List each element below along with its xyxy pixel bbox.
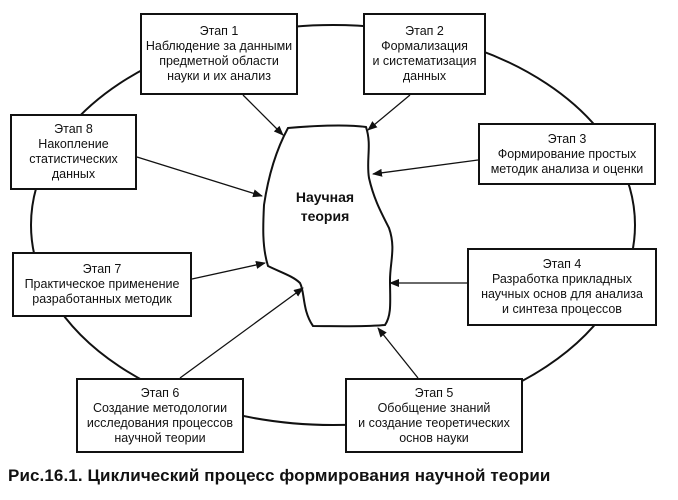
arrow-stage-8 [136, 156, 263, 198]
arrow-stage-5 [377, 327, 419, 379]
stage-4-box: Этап 4 Разработка прикладных научных осн… [467, 248, 657, 326]
stage-title: Этап 6 [140, 385, 180, 400]
stage-title: Этап 4 [542, 257, 582, 271]
stage-text: методик анализа и оценки [490, 161, 644, 176]
stage-title: Этап 5 [414, 385, 454, 400]
stage-text: Накопление [38, 137, 109, 151]
stage-text: Формализация [381, 39, 468, 53]
stage-text: и создание теоретических [358, 415, 510, 430]
stage-5-box: Этап 5 Обобщение знаний и создание теоре… [345, 378, 523, 453]
stage-text: Создание методологии [92, 400, 228, 415]
stage-7-box: Этап 7 Практическое применение разработа… [12, 252, 192, 317]
stage-text: Наблюдение за данными [145, 39, 293, 53]
stage-text: и систематизация [372, 54, 477, 68]
stage-6-box: Этап 6 Создание методологии исследования… [76, 378, 244, 453]
arrow-stage-7 [191, 261, 266, 280]
stage-text: предметной области [159, 54, 279, 68]
center-label: Научная теория [270, 188, 380, 226]
theory-blob [262, 124, 394, 328]
cycle-ring [30, 24, 636, 426]
stage-3-box: Этап 3 Формирование простых методик анал… [478, 123, 656, 185]
stage-8-box: Этап 8 Накопление статистических данных [10, 114, 137, 190]
arrows [136, 94, 479, 379]
stage-title: Этап 3 [547, 131, 587, 146]
stage-text: Обобщение знаний [377, 400, 491, 415]
arrow-stage-3 [372, 159, 479, 177]
stage-title: Этап 2 [405, 24, 444, 38]
center-label-line: теория [300, 208, 350, 224]
arrow-stage-6 [179, 287, 304, 379]
stage-title: Этап 7 [82, 262, 122, 276]
stage-1-box: Этап 1 Наблюдение за данными предметной … [140, 13, 298, 95]
stage-text: данных [51, 167, 96, 181]
stage-text: исследования процессов [86, 415, 234, 430]
stage-text: Разработка прикладных [491, 272, 633, 286]
stage-text: основ науки [399, 430, 469, 445]
stage-text: данных [402, 69, 447, 83]
stage-text: Практическое применение [24, 277, 180, 291]
arrow-stage-2 [367, 94, 411, 131]
center-label-line: Научная [295, 189, 355, 205]
stage-text: статистических [29, 152, 118, 166]
stage-text: науки и их анализ [167, 69, 271, 83]
stage-text: разработанных методик [32, 292, 172, 306]
stage-text: научной теории [114, 430, 206, 445]
stage-2-box: Этап 2 Формализация и систематизация дан… [363, 13, 486, 95]
figure-caption: Рис.16.1. Циклический процесс формирован… [8, 466, 551, 485]
stage-text: Формирование простых [497, 146, 637, 161]
stage-text: научных основ для анализа [481, 287, 643, 301]
arrow-stage-1 [242, 94, 284, 136]
stage-title: Этап 1 [199, 24, 239, 38]
stage-text: и синтеза процессов [502, 302, 622, 316]
stage-title: Этап 8 [54, 122, 93, 136]
